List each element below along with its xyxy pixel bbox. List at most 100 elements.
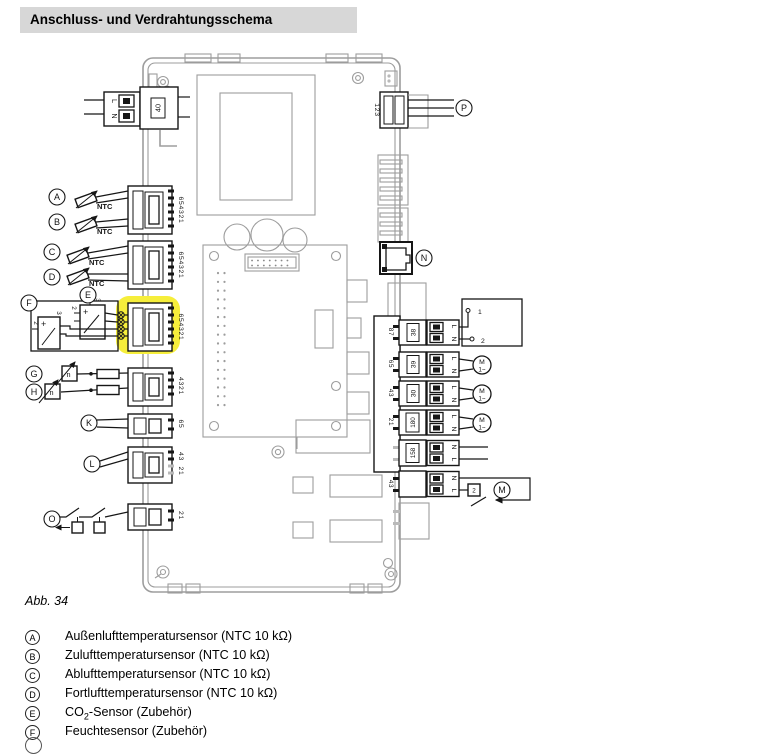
terminal-block-4: 21 180 L N M 1~ [387,409,492,436]
terminal-l: L [450,415,457,419]
pcb-hole [208,250,220,262]
legend: A Außenlufttemperatursensor (NTC 10 kΩ) … [25,629,292,743]
terminal-n: N [450,427,457,432]
svg-text:M: M [479,359,485,366]
humidity-sensor-box [37,316,61,350]
pin-numbers: 123 [373,103,380,116]
jack-group-n: N [379,241,433,326]
terminal-n: N [450,445,457,450]
mains-l-label: L [110,99,119,103]
terminal-block-1: 87 38 L N 1 2 [387,298,523,347]
legend-item-f: F Feuchtesensor (Zubehör) [25,724,292,743]
pin-label: 3 [55,311,62,315]
pin-pair: 43 [387,480,394,488]
plug-label: 30 [411,390,418,398]
svg-text:H: H [31,387,38,397]
wiring-diagram: L N 40 654321 NTC NTC A B [20,53,531,594]
legend-key-e: E [25,706,40,721]
display-module [196,74,316,253]
screw-icon [271,445,285,459]
pcb-hole [330,250,342,262]
plug-box [398,439,427,467]
switch-group-o: 21 O [43,503,184,534]
callout-l: L [83,455,101,473]
legend-item-d: D Fortlufttemperatursensor (NTC 10 kΩ) [25,686,292,705]
terminal-column: 87 38 L N 1 2 65 39 [373,298,531,540]
legend-key-d: D [25,687,40,702]
plug-40 [139,86,179,130]
plug-box [398,319,427,346]
legend-item-e: E CO2-Sensor (Zubehör) [25,705,292,724]
connector-ab [127,185,173,235]
pcb-hole [330,380,342,392]
svg-text:M: M [479,417,485,424]
callout-g: G [25,365,43,383]
pin-pair: 43 [387,389,394,397]
ntc-label: NTC [89,279,105,288]
svg-text:L: L [89,459,94,469]
pin-label: 3 [94,298,101,302]
crimp-connector-icon [117,311,125,340]
ntc-label: NTC [97,227,113,236]
terminal-n: N [450,398,457,403]
pin-numbers: 654321 [177,197,184,224]
relay [329,519,383,543]
wiring-loop [30,300,119,352]
relay [292,521,314,539]
callout-n: N [415,249,433,267]
mounting-tab [184,53,212,63]
ntc-label: NTC [97,202,113,211]
callout-k: K [80,414,98,432]
pin-numbers: 21 [177,511,184,520]
pin-label: 2 [70,306,77,310]
figure-caption: Abb. 34 [25,594,69,608]
foot [167,583,183,594]
foot [349,583,365,594]
connector-group-k: 65 K [80,413,184,439]
callout-m: M [493,481,511,499]
terminal-l: L [450,357,457,361]
svg-text:K: K [86,418,92,428]
legend-label-c: Ablufttemperatursensor (NTC 10 kΩ) [65,667,271,681]
plug-box [398,409,427,436]
ntc-label: NTC [89,258,105,267]
pin-numbers: 65 [177,420,184,429]
svg-text:N: N [421,253,428,263]
terminal-l: L [450,458,457,462]
relay [329,474,383,498]
mounting-tab [325,53,349,63]
terminal-n: N [450,369,457,374]
small-component [384,70,398,87]
plug-box [398,470,427,498]
callout-d: D [43,268,61,286]
pin-label: 2 [32,321,39,325]
plug-box [398,380,427,407]
plug-label: 38 [411,329,418,337]
plug-label: 180 [410,417,417,428]
connector-group-p: 123 P [373,91,473,129]
sensor-group-ab: 654321 NTC NTC A B [48,185,184,236]
foot [185,583,201,594]
callout-c: C [43,243,61,261]
power-supply-group: L N 40 [84,86,190,147]
pcb-hole [330,420,342,432]
svg-text:A: A [54,192,60,202]
svg-text:1~: 1~ [478,396,486,403]
terminal-l: L [450,325,457,329]
mounting-tab [355,53,383,63]
terminal-block-unused [393,502,430,540]
mains-n-label: N [110,113,119,118]
terminal-block-2: 65 39 L N M 1~ [387,351,492,378]
screw-icon [382,557,398,581]
fan-motor-icon: M 1~ [472,384,492,404]
co2-sensor-box [79,304,106,340]
plus-label: + [41,319,46,329]
pin-numbers-unused: 21 [177,467,184,476]
svg-text:M: M [479,388,485,395]
contact-1: 1 [478,309,482,316]
relay [292,476,314,494]
connector-group-l: 43 21 L [83,446,184,484]
svg-text:M: M [498,485,506,495]
legend-label-e: CO2-Sensor (Zubehör) [65,705,192,722]
pin-numbers: 654321 [177,252,184,279]
